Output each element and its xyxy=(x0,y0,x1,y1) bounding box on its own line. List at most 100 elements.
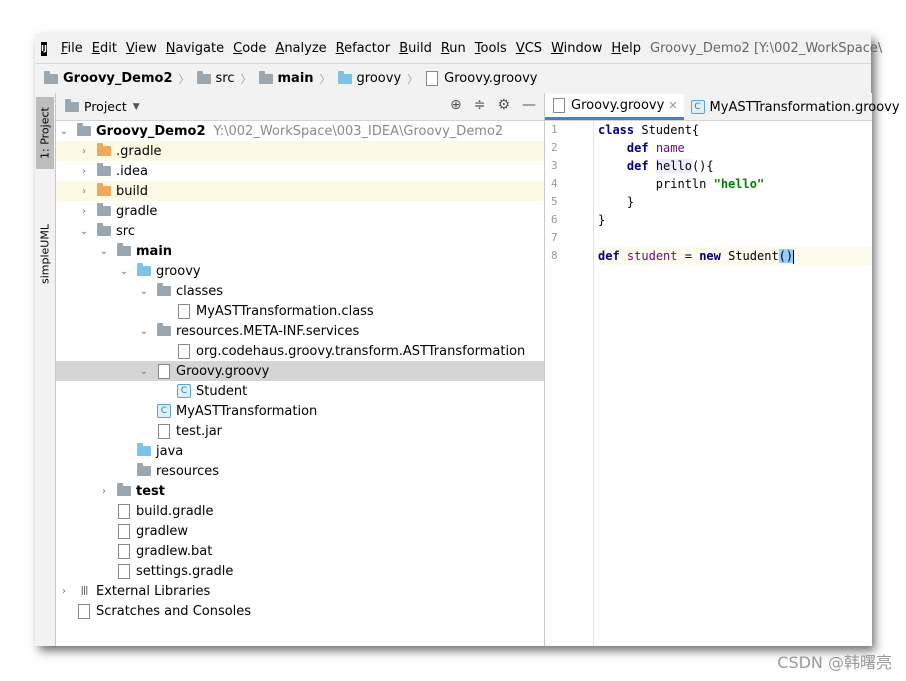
tree-item-groovy-demo2[interactable]: ⌄ Groovy_Demo2 Y:\002_WorkSpace\003_IDEA… xyxy=(56,121,544,141)
chevron-right-icon[interactable]: › xyxy=(102,485,106,497)
tree-item-scratches[interactable]: Scratches and Consoles xyxy=(56,601,544,621)
breadcrumb-main[interactable]: main 〉 xyxy=(258,70,337,87)
code-line: def hello(){ xyxy=(598,157,872,175)
menu-code[interactable]: Code xyxy=(233,41,267,56)
chevron-right-icon: 〉 xyxy=(319,72,331,86)
breadcrumb-label: Groovy.groovy xyxy=(444,71,538,86)
tree-item-src[interactable]: ⌄ src xyxy=(56,221,544,241)
tree-item-build[interactable]: › build xyxy=(56,181,544,201)
tree-item-gradlew-bat[interactable]: gradlew.bat xyxy=(56,541,544,561)
tree-item-groovy[interactable]: ⌄ groovy xyxy=(56,261,544,281)
tree-item-java[interactable]: java xyxy=(56,441,544,461)
tree-item-label: groovy xyxy=(156,263,201,279)
breadcrumb-file[interactable]: Groovy.groovy xyxy=(424,71,537,86)
tree-item-test[interactable]: › test xyxy=(56,481,544,501)
tree-item-classes[interactable]: ⌄ classes xyxy=(56,281,544,301)
menu-bar: IJ File Edit View Navigate Code Analyze … xyxy=(35,34,882,63)
groovy-file-icon xyxy=(156,363,172,379)
menu-refactor[interactable]: Refactor xyxy=(335,41,391,56)
chevron-down-icon[interactable]: ⌄ xyxy=(139,325,149,337)
tree-item-resources-meta-inf[interactable]: ⌄ resources.META-INF.services xyxy=(56,321,544,341)
editor-tab-myast[interactable]: C MyASTTransformation.groovy xyxy=(684,94,906,120)
tree-item-build-gradle[interactable]: build.gradle xyxy=(56,501,544,521)
gradle-icon xyxy=(116,503,132,519)
breadcrumb-label: Groovy_Demo2 xyxy=(63,71,173,86)
menu-edit[interactable]: Edit xyxy=(91,41,117,56)
menu-analyze[interactable]: Analyze xyxy=(275,41,327,56)
menu-navigate[interactable]: Navigate xyxy=(165,41,225,56)
tree-item-label: gradle xyxy=(116,203,158,219)
chevron-right-icon: 〉 xyxy=(240,72,252,86)
breadcrumb-project[interactable]: Groovy_Demo2 〉 xyxy=(43,70,196,87)
chevron-down-icon[interactable]: ⌄ xyxy=(139,365,149,377)
simpleuml-tool-tab[interactable]: simpleUML xyxy=(36,219,54,289)
chevron-down-icon[interactable]: ⌄ xyxy=(139,285,149,297)
keyword: new xyxy=(699,249,721,263)
chevron-right-icon[interactable]: › xyxy=(82,165,86,177)
tree-item-ast-services-file[interactable]: org.codehaus.groovy.transform.ASTTransfo… xyxy=(56,341,544,361)
breadcrumb-src[interactable]: src 〉 xyxy=(196,70,258,87)
menu-view[interactable]: View xyxy=(125,41,157,56)
chevron-down-icon[interactable]: ⌄ xyxy=(59,125,69,137)
menu-run[interactable]: Run xyxy=(440,41,466,56)
tree-item-myast-class[interactable]: MyASTTransformation.class xyxy=(56,301,544,321)
editor-tab-groovy[interactable]: Groovy.groovy ✕ xyxy=(545,94,684,120)
menu-tools[interactable]: Tools xyxy=(474,41,507,56)
menu-window[interactable]: Window xyxy=(551,41,603,56)
tree-item-myast-transformation[interactable]: C MyASTTransformation xyxy=(56,401,544,421)
menu-help[interactable]: Help xyxy=(611,41,641,56)
menu-file[interactable]: File xyxy=(60,41,83,56)
tree-item-gradle-dir[interactable]: › .gradle xyxy=(56,141,544,161)
tree-item-label: Scratches and Consoles xyxy=(96,603,252,619)
tree-item-main[interactable]: ⌄ main xyxy=(56,241,544,261)
tree-item-idea[interactable]: › .idea xyxy=(56,161,544,181)
menu-build[interactable]: Build xyxy=(399,41,432,56)
tree-item-label: .gradle xyxy=(116,143,162,159)
folder-icon xyxy=(96,163,112,178)
locate-target-icon[interactable]: ⊕ xyxy=(449,97,462,113)
class-icon: C xyxy=(176,384,192,398)
class-icon: C xyxy=(690,100,706,114)
tree-item-gradle[interactable]: › gradle xyxy=(56,201,544,221)
println-call: println xyxy=(655,177,714,191)
chevron-right-icon[interactable]: › xyxy=(82,205,86,217)
intellij-logo-icon[interactable]: IJ xyxy=(41,41,47,56)
tree-item-resources[interactable]: resources xyxy=(56,461,544,481)
tree-item-gradlew[interactable]: gradlew xyxy=(56,521,544,541)
tree-item-settings-gradle[interactable]: settings.gradle xyxy=(56,561,544,581)
minimize-icon[interactable]: — xyxy=(522,97,536,113)
keyword: def xyxy=(598,249,620,263)
chevron-down-icon[interactable]: ⌄ xyxy=(99,245,109,257)
close-icon[interactable]: ✕ xyxy=(668,99,678,112)
package-folder-icon xyxy=(156,283,172,298)
class-icon: C xyxy=(156,404,172,418)
code-line: } xyxy=(598,211,872,229)
tree-item-groovy-file[interactable]: ⌄ Groovy.groovy xyxy=(56,361,544,381)
project-tool-tab[interactable]: 1: Project xyxy=(36,97,54,169)
tree-item-external-libraries[interactable]: › ||| External Libraries xyxy=(56,581,544,601)
tree-item-student[interactable]: C Student xyxy=(56,381,544,401)
collapse-all-icon[interactable]: ≑ xyxy=(473,97,486,113)
project-panel-header: Project ▼ ⊕ ≑ ⚙ — xyxy=(56,93,544,121)
tree-item-label: main xyxy=(136,243,173,259)
gradle-icon xyxy=(116,563,132,579)
chevron-right-icon[interactable]: › xyxy=(62,585,66,597)
watermark: CSDN @韩曙亮 xyxy=(777,653,892,672)
menu-vcs[interactable]: VCS xyxy=(515,41,543,56)
tree-item-label: .idea xyxy=(116,163,148,179)
chevron-right-icon[interactable]: › xyxy=(82,145,86,157)
chevron-down-icon[interactable]: ▼ xyxy=(132,101,140,112)
chevron-down-icon[interactable]: ⌄ xyxy=(79,225,89,237)
project-panel: Project ▼ ⊕ ≑ ⚙ — ⌄ Groovy_Demo2 Y:\002_… xyxy=(56,93,544,646)
gear-icon[interactable]: ⚙ xyxy=(497,97,510,113)
class-name: Student{ xyxy=(634,123,700,137)
chevron-right-icon[interactable]: › xyxy=(82,185,86,197)
code-area[interactable]: class Student{ def name def hello(){ pri… xyxy=(598,121,872,265)
chevron-down-icon[interactable]: ⌄ xyxy=(119,265,129,277)
library-icon: ||| xyxy=(80,586,89,596)
breadcrumb-groovy[interactable]: groovy 〉 xyxy=(337,70,425,87)
code-line: class Student{ xyxy=(598,121,872,139)
code-line: println "hello" xyxy=(598,175,872,193)
tree-item-test-jar[interactable]: test.jar xyxy=(56,421,544,441)
project-view-selector[interactable]: Project xyxy=(84,99,127,114)
